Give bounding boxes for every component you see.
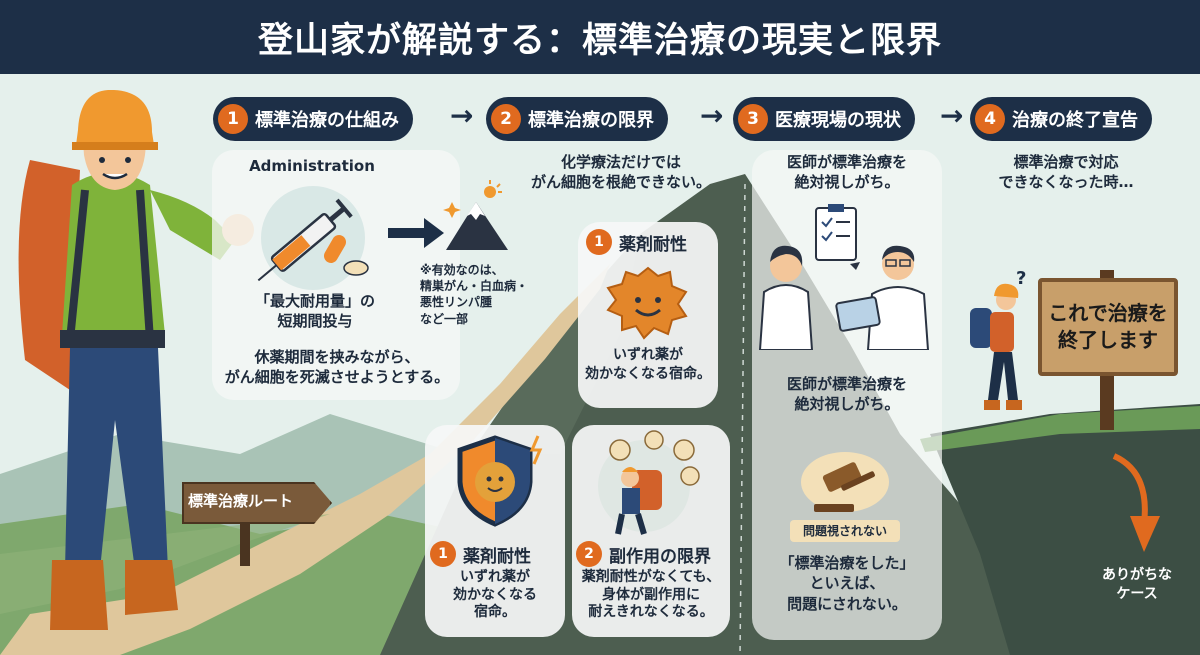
doctors-bottom-text: 「標準治療をした」 といえば、 問題にされない。 — [779, 554, 915, 613]
administration-label: Administration — [249, 157, 375, 175]
doctors-icon — [758, 204, 930, 350]
side-effects-label: 副作用の限界 — [609, 546, 711, 567]
panel-4-intro: 標準治療で対応 できなくなった時… — [998, 153, 1134, 192]
burdened-hiker-icon — [598, 430, 700, 535]
resist-bottom-number: 1 — [430, 541, 456, 567]
mountain-peak-icon — [443, 180, 508, 250]
step-3-label: 医療現場の現状 — [775, 110, 901, 131]
header-bar: 登山家が解説する：標準治療の現実と限界 — [0, 0, 1200, 74]
side-effects-number: 2 — [576, 541, 602, 567]
page-title: 登山家が解説する：標準治療の現実と限界 — [257, 20, 942, 61]
step-1-number: 1 — [218, 104, 248, 134]
treatment-description: 休薬期間を挟みながら、 がん細胞を死滅させようとする。 — [224, 348, 450, 387]
syringe-icon — [257, 186, 369, 290]
step-4-number: 4 — [975, 104, 1005, 134]
step-1: 1 標準治療の仕組み — [213, 97, 413, 141]
side-effects-text: 薬剤耐性がなくても、 身体が副作用に 耐えきれなくなる。 — [581, 569, 721, 620]
mountaineer-guide-icon — [18, 90, 254, 630]
step-3-number: 3 — [738, 104, 768, 134]
route-sign-label: 標準治療ルート — [188, 492, 294, 510]
resist-top-heading: 1 薬剤耐性 — [586, 229, 687, 255]
gavel-icon — [801, 452, 889, 512]
step-2-label: 標準治療の限界 — [528, 110, 654, 131]
step-4: 4 治療の終了宣告 — [970, 97, 1152, 141]
end-treatment-sign: これで治療を 終了します — [1038, 278, 1178, 376]
falling-arrow-icon — [1112, 453, 1160, 552]
gavel-label: 問題視されない — [790, 520, 900, 542]
doctors-text-mid: 医師が標準治療を 絶対視しがち。 — [786, 375, 907, 414]
route-sign-post — [240, 524, 250, 566]
route-sign — [182, 482, 332, 524]
arrow-icon: → — [700, 99, 724, 132]
resist-top-text: いずれ薬が 効かなくなる宿命。 — [585, 347, 711, 382]
step-1-label: 標準治療の仕組み — [255, 110, 399, 131]
svg-text:?: ? — [1016, 270, 1026, 289]
step-2-number: 2 — [491, 104, 521, 134]
cancer-cell-icon — [606, 266, 688, 340]
resist-top-label: 薬剤耐性 — [619, 234, 687, 255]
shield-icon — [457, 435, 543, 527]
step-2: 2 標準治療の限界 — [486, 97, 668, 141]
arrow-icon: → — [450, 99, 474, 132]
resist-bottom-heading: 1 薬剤耐性 — [430, 541, 531, 567]
resist-bottom-label: 薬剤耐性 — [463, 546, 531, 567]
effective-note: ※有効なのは、 精巣がん・白血病・ 悪性リンパ腫 など一部 — [420, 263, 529, 326]
arrow-right-icon — [388, 218, 444, 248]
arrow-icon: → — [940, 99, 964, 132]
common-case-label: ありがちな ケース — [1102, 567, 1172, 602]
step-4-label: 治療の終了宣告 — [1012, 110, 1138, 131]
chemo-intro-text: 化学療法だけでは がん細胞を根絶できない。 — [530, 153, 711, 192]
max-dose-text: 「最大耐用量」の 短期間投与 — [254, 292, 375, 331]
step-3: 3 医療現場の現状 — [733, 97, 915, 141]
side-effects-heading: 2 副作用の限界 — [576, 541, 711, 567]
resist-top-number: 1 — [586, 229, 612, 255]
doctors-text-top: 医師が標準治療を 絶対視しがち。 — [786, 153, 907, 192]
lost-hiker-icon: ? — [970, 270, 1026, 410]
resist-bottom-text: いずれ薬が 効かなくなる 宿命。 — [453, 569, 537, 620]
